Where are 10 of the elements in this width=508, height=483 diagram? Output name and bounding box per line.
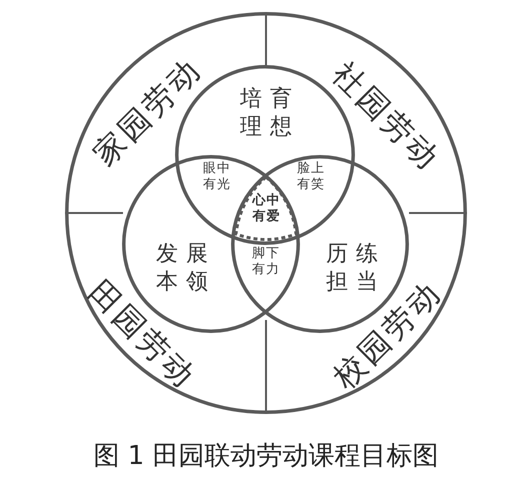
overlap-label: 脸上有笑 xyxy=(297,160,325,194)
figure-caption: 图 1 田园联动劳动课程目标图 xyxy=(93,440,439,472)
circle-label: 发展本领 xyxy=(155,240,217,296)
overlap-label: 脚下有力 xyxy=(252,246,280,278)
circle-label: 历练担当 xyxy=(325,240,387,296)
ring-label: 社园劳动 xyxy=(324,55,448,179)
outer-circle xyxy=(65,12,467,414)
circle-label: 培育理想 xyxy=(239,86,301,140)
overlap-label: 眼中有光 xyxy=(203,160,231,194)
center-label: 心中有爱 xyxy=(251,192,282,226)
